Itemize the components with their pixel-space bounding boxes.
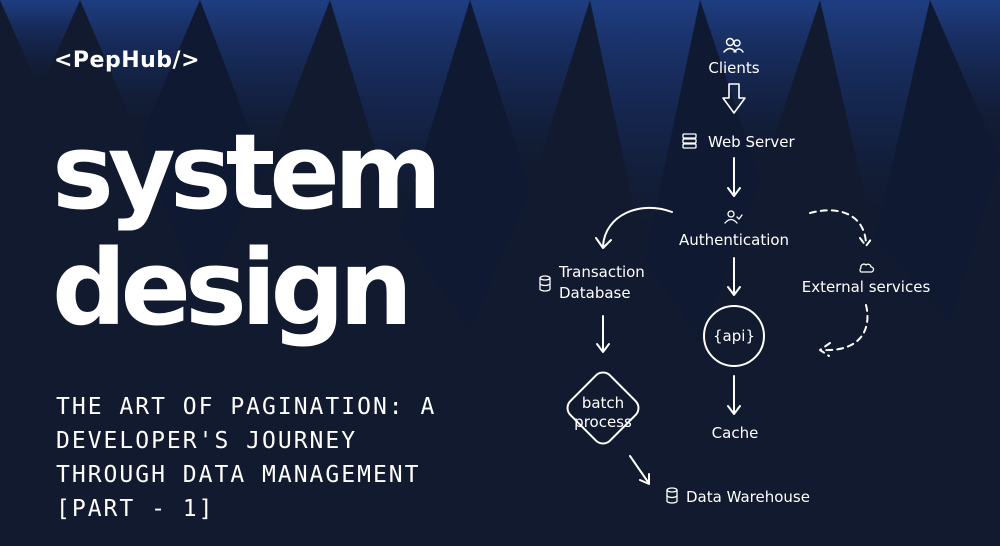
api-label: {api} <box>713 327 755 345</box>
arrow-api-to-cache <box>727 375 741 415</box>
arrow-auth-to-api <box>727 257 741 296</box>
transaction-db-label-line-1: Transaction <box>558 263 645 281</box>
subtitle-line-2: DEVELOPER'S JOURNEY <box>56 428 358 454</box>
subtitle-line-3: THROUGH DATA MANAGEMENT <box>56 462 421 488</box>
authentication-label: Authentication <box>679 231 789 249</box>
hollow-arrow-down <box>722 83 746 114</box>
arrow-auth-to-external <box>809 209 873 247</box>
subtitle-line-1: THE ART OF PAGINATION: A <box>56 394 437 420</box>
cache-label: Cache <box>712 424 759 442</box>
data-warehouse-label: Data Warehouse <box>686 488 810 506</box>
arrow-external-return <box>819 304 869 357</box>
batch-label-line-2: process <box>574 413 632 431</box>
warehouse-database-icon <box>666 487 678 504</box>
cloud-icon <box>859 263 875 273</box>
brand-logo: <PepHub/> <box>54 48 201 73</box>
transaction-db-label-line-2: Database <box>559 284 631 302</box>
database-icon <box>539 275 551 292</box>
arrow-webserver-to-auth <box>727 157 741 197</box>
headline-line-2: design <box>52 227 413 349</box>
batch-process-node <box>566 371 640 445</box>
subtitle-line-4: [PART - 1] <box>56 496 215 522</box>
arrow-batch-to-warehouse <box>629 455 650 485</box>
api-node <box>703 305 765 367</box>
arrow-db-to-batch <box>596 315 610 353</box>
arrow-auth-to-transaction-db <box>595 206 673 249</box>
subtitle: THE ART OF PAGINATION: A DEVELOPER'S JOU… <box>56 390 576 526</box>
clients-label: Clients <box>708 59 759 77</box>
headline-line-1: system <box>52 111 442 233</box>
users-icon <box>723 37 744 53</box>
external-services-label: External services <box>802 278 931 296</box>
web-server-label: Web Server <box>708 133 795 151</box>
server-icon <box>682 133 697 149</box>
user-check-icon <box>724 210 743 224</box>
batch-label-line-1: batch <box>582 394 624 412</box>
